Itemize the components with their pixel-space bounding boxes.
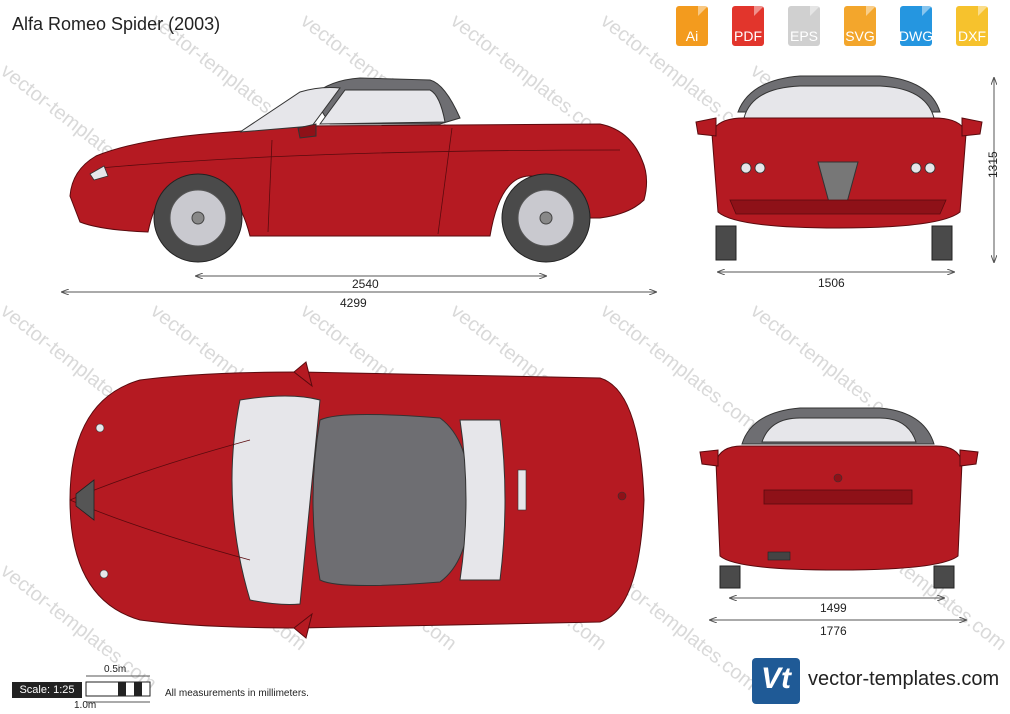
top-soft-top (312, 413, 471, 587)
dwg-file-icon (900, 6, 932, 46)
front-track-label: 1506 (818, 276, 845, 290)
wheelbase-label: 2540 (352, 277, 379, 291)
scale-one-meter-label: 1.0m (74, 700, 97, 711)
top-windshield (231, 395, 321, 605)
format-label: SVG (845, 28, 875, 44)
side-windshield (239, 87, 341, 133)
format-toolbar: Ai PDF EPS SVG DWG DXF (668, 4, 1008, 54)
rear-right-tire (933, 565, 955, 589)
top-view (69, 361, 645, 639)
rear-plate-area (763, 489, 913, 505)
length-label: 4299 (340, 296, 367, 310)
side-headlight (89, 165, 109, 181)
format-label: PDF (734, 28, 762, 44)
eps-file-icon (788, 6, 820, 46)
side-window (318, 89, 446, 125)
rear-body (715, 445, 963, 571)
format-label: DXF (958, 28, 986, 44)
format-ai-button[interactable]: Ai (668, 4, 716, 52)
format-label: Ai (685, 28, 699, 44)
side-mirror (297, 123, 317, 139)
measurement-note: All measurements in millimeters. (165, 688, 309, 699)
pdf-file-icon (732, 6, 764, 46)
svg-file-icon (844, 6, 876, 46)
exhaust (767, 551, 791, 561)
format-label: DWG (898, 28, 934, 44)
dxf-file-icon (956, 6, 988, 46)
front-view (695, 75, 983, 261)
format-label: EPS (789, 28, 818, 44)
top-right-mirror (293, 612, 313, 639)
ai-file-icon (676, 6, 708, 46)
rear-left-tire (719, 565, 741, 589)
rear-view (699, 407, 979, 589)
rear-track-label: 1499 (820, 601, 847, 615)
rear-window (761, 417, 917, 443)
side-view (69, 77, 648, 263)
format-pdf-button[interactable]: PDF (724, 4, 772, 52)
height-label: 1315 (986, 151, 1000, 178)
top-rear-window (459, 419, 506, 581)
format-eps-button[interactable]: EPS (780, 4, 828, 52)
front-windshield (743, 85, 935, 119)
format-svg-button[interactable]: SVG (836, 4, 884, 52)
brand-name: vector-templates.com (808, 668, 1000, 690)
front-right-mirror (961, 117, 983, 137)
top-left-mirror (293, 361, 313, 388)
rear-left-mirror (699, 449, 719, 467)
vt-logo-icon: Vt (752, 658, 800, 704)
brand-link[interactable]: Vt vector-templates.com (752, 658, 1002, 704)
front-right-tire (931, 225, 953, 261)
top-grille (75, 479, 95, 521)
front-left-tire (715, 225, 737, 261)
format-dxf-button[interactable]: DXF (948, 4, 996, 52)
front-left-mirror (695, 117, 717, 137)
rear-right-mirror (959, 449, 979, 467)
page-title: Alfa Romeo Spider (2003) (12, 14, 221, 34)
format-dwg-button[interactable]: DWG (892, 4, 940, 52)
width-label: 1776 (820, 624, 847, 638)
scale-bar (85, 675, 151, 703)
scale-half-meter-label: 0.5m (104, 664, 127, 675)
scale-label: Scale: 1:25 (12, 682, 82, 698)
